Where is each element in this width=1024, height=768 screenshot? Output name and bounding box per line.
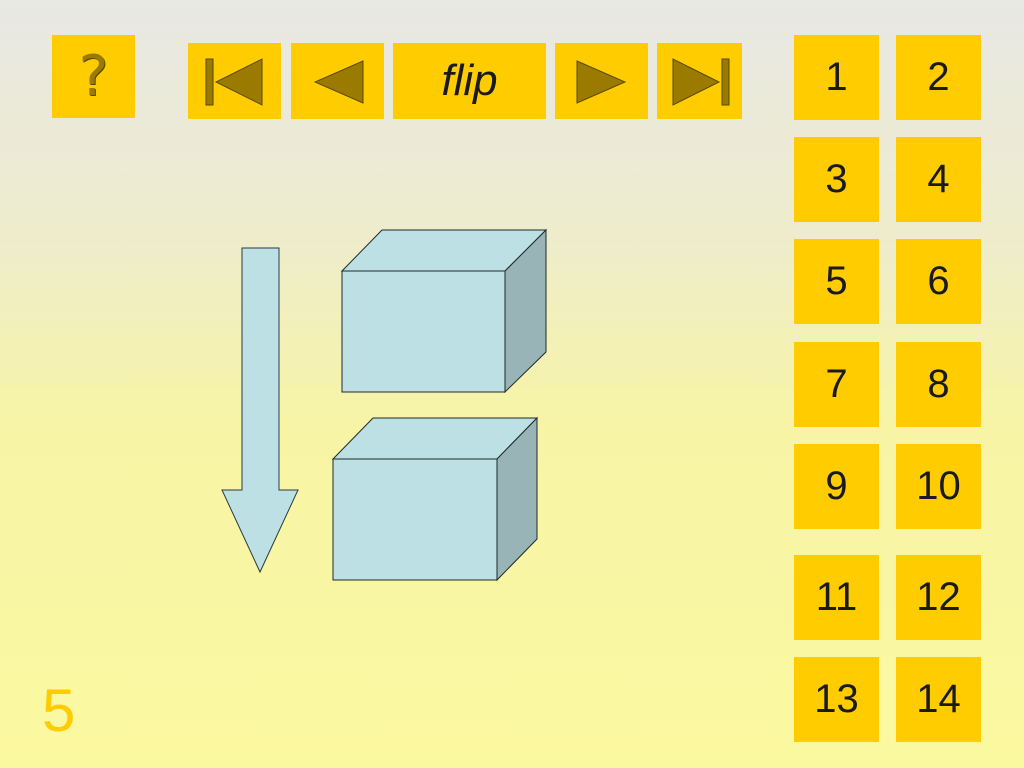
page-button-7[interactable]: 7 xyxy=(794,342,879,427)
page-button-label: 11 xyxy=(815,575,858,619)
page-button-2[interactable]: 2 xyxy=(896,35,981,120)
page-button-10[interactable]: 10 xyxy=(896,444,981,529)
page-button-label: 5 xyxy=(825,259,848,303)
flip-label: flip xyxy=(441,56,498,105)
help-button[interactable]: ? xyxy=(52,35,135,118)
page-button-12[interactable]: 12 xyxy=(896,555,981,640)
page-button-label: 3 xyxy=(825,157,848,201)
box-bottom xyxy=(331,416,539,582)
page-button-11[interactable]: 11 xyxy=(794,555,879,640)
question-mark-icon: ? xyxy=(78,44,109,109)
page-button-label: 13 xyxy=(814,677,859,721)
slide-number: 5 xyxy=(42,677,76,744)
last-slide-button[interactable] xyxy=(657,43,742,119)
triangle-right-icon xyxy=(576,60,626,104)
page-button-14[interactable]: 14 xyxy=(896,657,981,742)
page-button-label: 14 xyxy=(916,677,961,721)
page-button-9[interactable]: 9 xyxy=(794,444,879,529)
page-button-8[interactable]: 8 xyxy=(896,342,981,427)
page-button-label: 8 xyxy=(927,362,950,406)
triangle-left-icon xyxy=(313,60,363,104)
page-button-label: 7 xyxy=(825,362,848,406)
skip-to-last-icon xyxy=(672,58,729,106)
page-button-label: 2 xyxy=(927,55,950,99)
page-button-label: 10 xyxy=(916,464,961,508)
down-arrow-icon xyxy=(221,247,299,574)
page-button-label: 12 xyxy=(916,575,961,619)
flip-button[interactable]: flip xyxy=(393,43,546,119)
page-button-13[interactable]: 13 xyxy=(794,657,879,742)
page-button-5[interactable]: 5 xyxy=(794,239,879,324)
page-button-6[interactable]: 6 xyxy=(896,239,981,324)
page-button-label: 4 xyxy=(927,157,950,201)
page-button-4[interactable]: 4 xyxy=(896,137,981,222)
previous-slide-button[interactable] xyxy=(291,43,384,119)
first-slide-button[interactable] xyxy=(188,43,281,119)
skip-to-first-icon xyxy=(205,58,262,106)
page-button-1[interactable]: 1 xyxy=(794,35,879,120)
box-top xyxy=(340,228,548,394)
page-button-label: 9 xyxy=(825,464,848,508)
page-button-label: 1 xyxy=(825,55,848,99)
page-button-label: 6 xyxy=(927,259,950,303)
page-button-3[interactable]: 3 xyxy=(794,137,879,222)
next-slide-button[interactable] xyxy=(555,43,648,119)
